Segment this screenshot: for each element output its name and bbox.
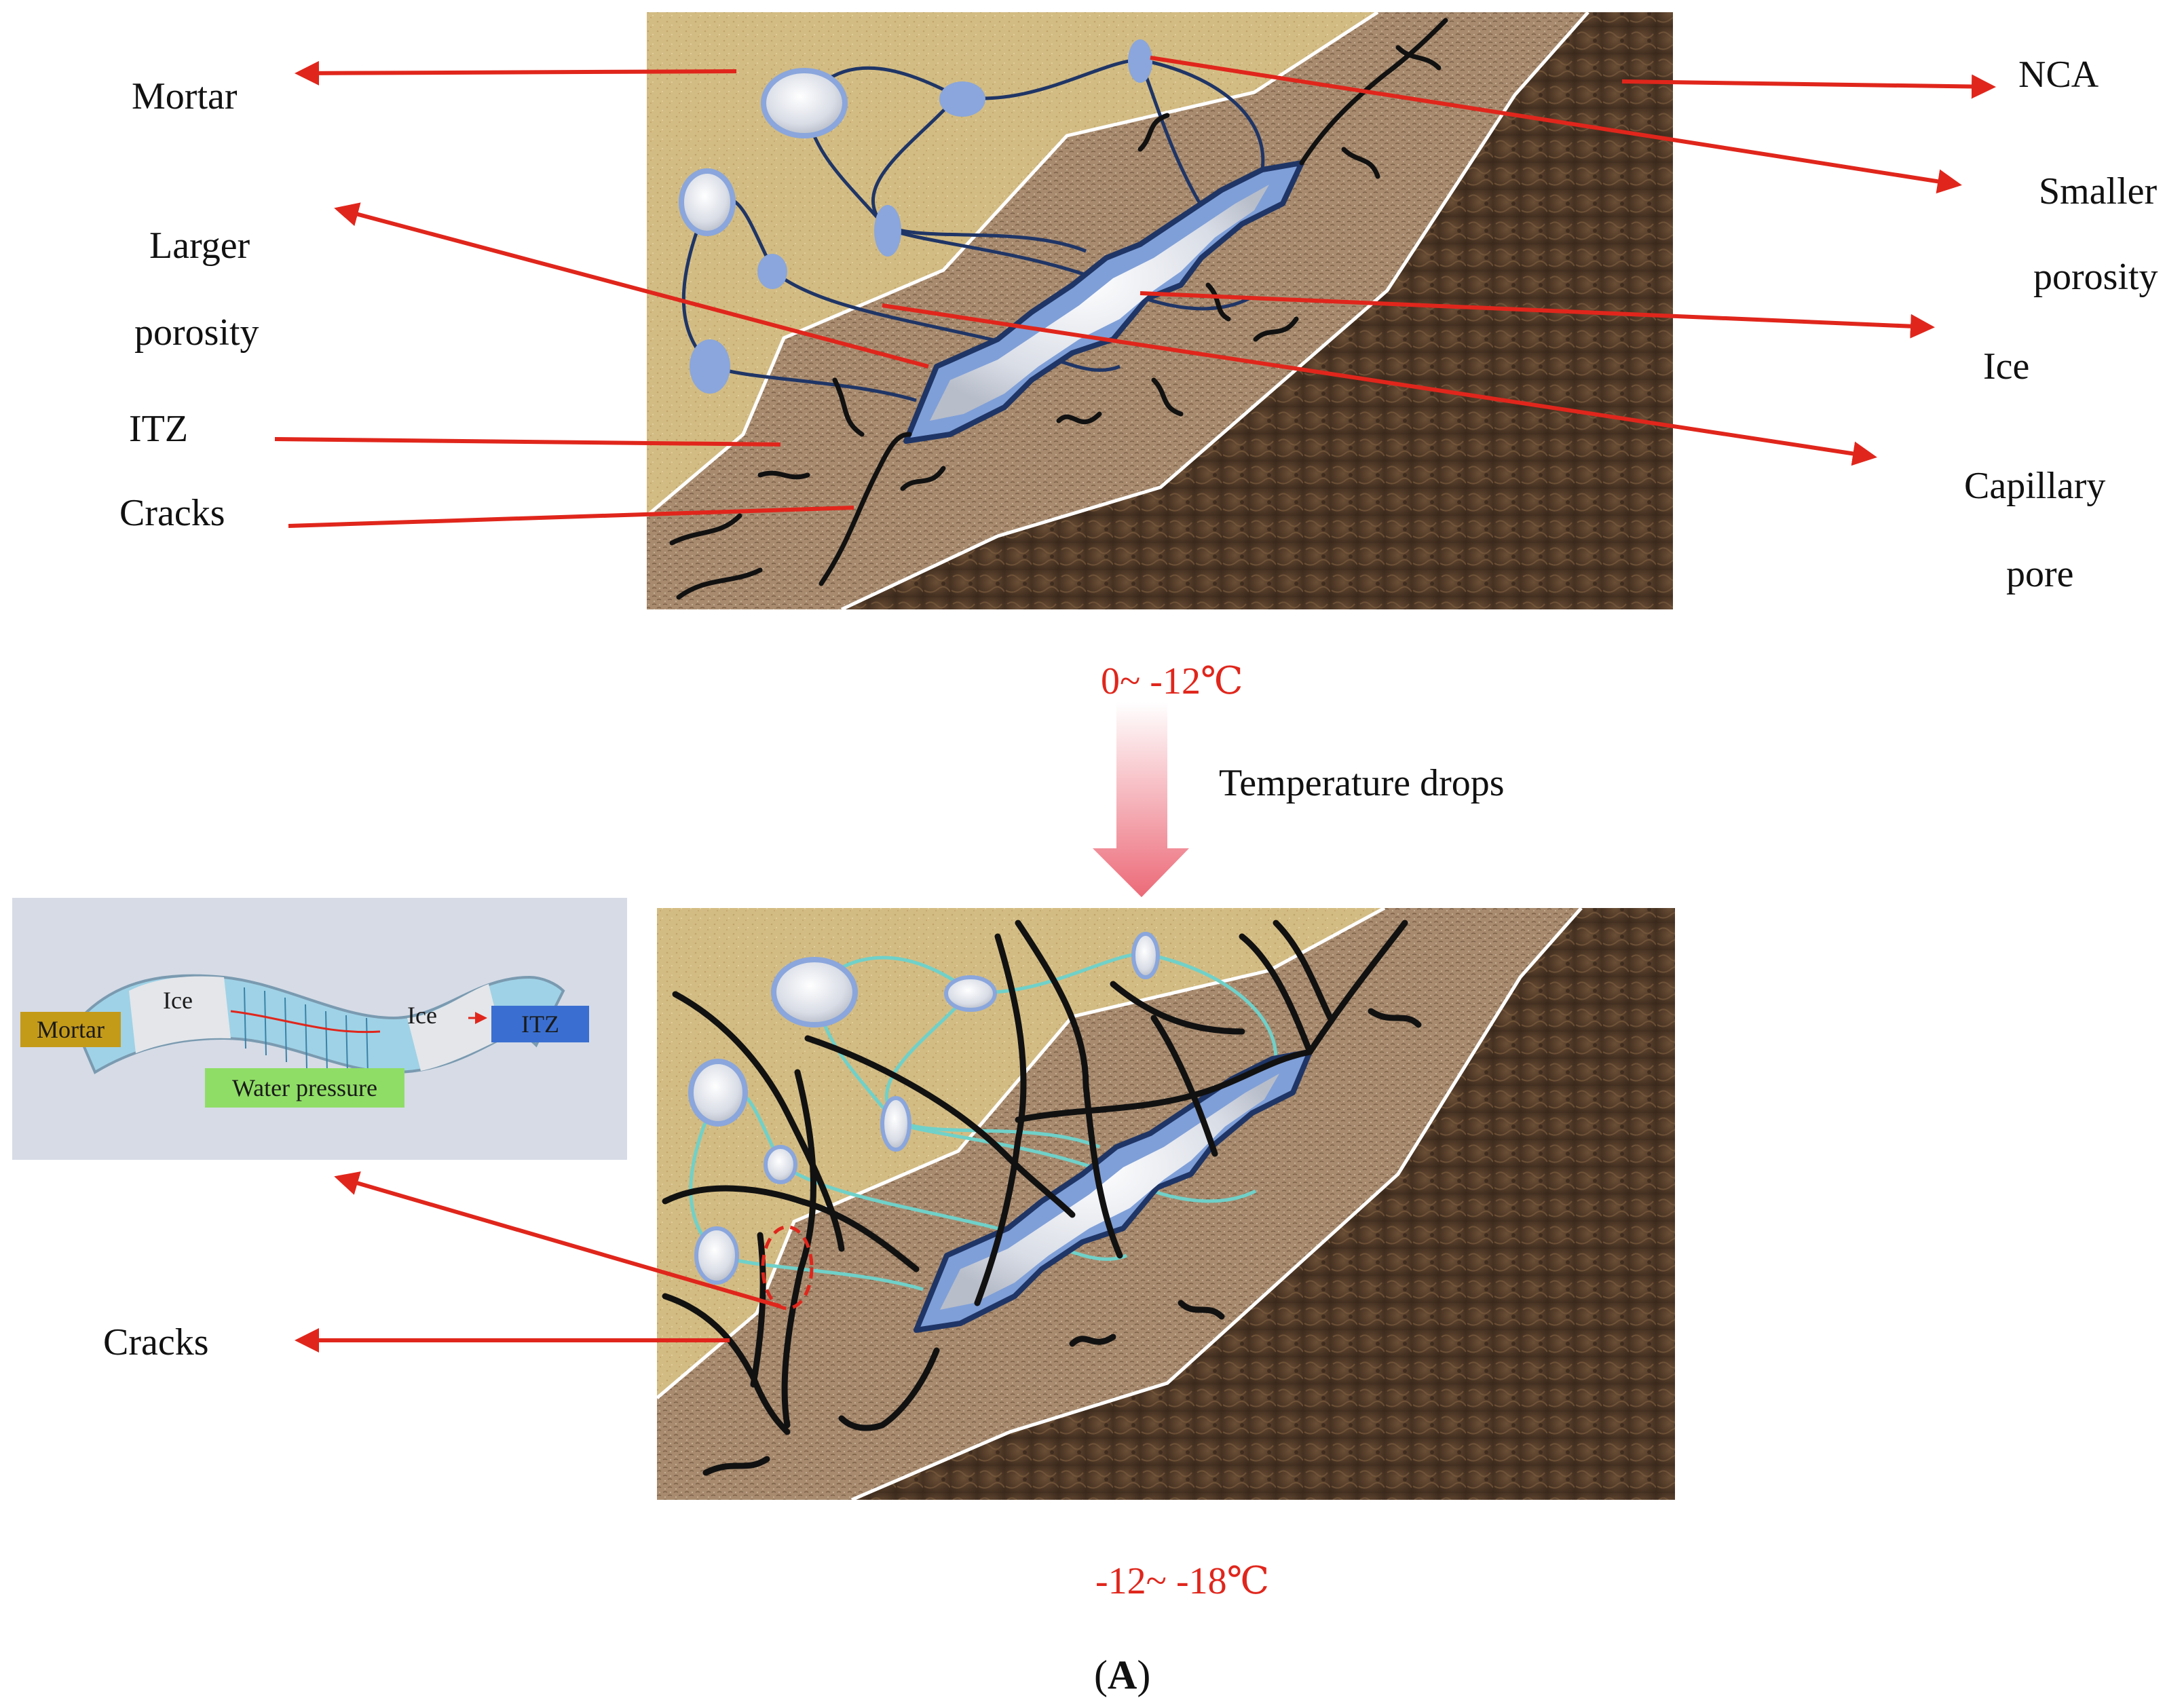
pore-icon	[874, 205, 901, 257]
inset-tag-itz: ITZ	[521, 1010, 559, 1038]
inset-ice-pressure	[12, 898, 627, 1160]
pore-icon	[679, 168, 736, 236]
top-mortar-region	[647, 12, 1378, 516]
pore-icon	[764, 1145, 797, 1184]
inset-ice-left	[129, 976, 231, 1053]
label-capillary-pore-line2: pore	[2006, 553, 2074, 595]
pore-icon	[771, 957, 858, 1027]
temperature-range-top: 0~ -12℃	[1101, 660, 1243, 702]
temperature-range-bottom: -12~ -18℃	[1095, 1560, 1270, 1602]
inset-tag-water-pressure: Water pressure	[232, 1074, 377, 1101]
label-cracks-top: Cracks	[119, 492, 225, 534]
bottom-cracks	[662, 920, 1422, 1476]
inset-pressure-line	[230, 1010, 381, 1034]
inset-pressure-ticks	[244, 987, 369, 1076]
arrow-ice	[1140, 291, 1935, 339]
arrow-capillary-pore	[882, 303, 1877, 466]
label-cracks-bottom: Cracks	[103, 1321, 209, 1363]
inset-tag-mortar: Mortar	[37, 1016, 105, 1043]
inset-ice-right	[407, 984, 502, 1071]
label-nca: NCA	[2018, 54, 2099, 96]
bottom-pores	[688, 932, 1160, 1285]
top-cracks	[669, 18, 1448, 600]
label-mortar: Mortar	[132, 75, 238, 117]
top-pores	[679, 39, 1152, 394]
caption-close: )	[1137, 1652, 1151, 1697]
label-larger-porosity-line2: porosity	[134, 311, 259, 354]
inset-label-ice-right: Ice	[407, 1002, 437, 1029]
label-larger-porosity-line1: Larger	[149, 225, 250, 267]
pore-icon	[694, 1226, 739, 1285]
crack-highlight-circle	[761, 1225, 814, 1310]
pore-icon	[1131, 932, 1160, 979]
pore-icon	[880, 1096, 911, 1152]
inset-itz-tag-bg	[491, 1006, 589, 1042]
pore-icon	[690, 339, 730, 394]
top-nca-region	[842, 12, 1673, 609]
top-mortar-boundary	[647, 12, 1379, 517]
pore-icon	[1128, 39, 1152, 83]
arrow-itz	[274, 437, 781, 447]
label-smaller-porosity-line2: porosity	[2033, 256, 2158, 298]
arrow-larger-porosity	[334, 202, 929, 369]
label-capillary-pore-line1: Capillary	[1964, 465, 2106, 507]
inset-mortar-tag-bg	[20, 1012, 121, 1047]
pore-icon	[761, 68, 848, 138]
temperature-drop-arrow	[1093, 702, 1189, 897]
arrow-cracks-top	[288, 506, 854, 528]
pore-icon	[944, 975, 997, 1012]
label-itz: ITZ	[129, 408, 189, 450]
bottom-micro-structure	[657, 908, 1675, 1500]
arrow-smaller-porosity	[1150, 56, 1962, 194]
arrow-nca	[1621, 74, 1996, 99]
arrow-mortar	[295, 60, 737, 86]
figure-caption: (A)	[1094, 1655, 1150, 1695]
label-smaller-porosity-line1: Smaller	[2039, 170, 2158, 212]
pore-icon	[939, 81, 985, 117]
bottom-nca-region	[852, 908, 1675, 1500]
inset-label-ice-left: Ice	[163, 987, 193, 1014]
bottom-ice-core	[940, 1074, 1279, 1310]
arrow-inset-link	[334, 1171, 781, 1308]
pore-icon	[757, 254, 787, 289]
caption-letter: A	[1107, 1652, 1137, 1697]
inset-water-pressure-tag-bg	[205, 1068, 404, 1108]
label-ice: Ice	[1983, 345, 2030, 388]
bottom-nca-boundary	[851, 908, 1583, 1500]
caption-open: (	[1094, 1652, 1108, 1697]
top-ice-core	[930, 185, 1269, 421]
top-nca-boundary	[840, 12, 1589, 609]
red-annotation-arrows	[274, 56, 1996, 1353]
bottom-mortar-region	[657, 908, 1385, 1398]
pore-icon	[688, 1059, 748, 1127]
label-temperature-drops: Temperature drops	[1219, 762, 1505, 804]
